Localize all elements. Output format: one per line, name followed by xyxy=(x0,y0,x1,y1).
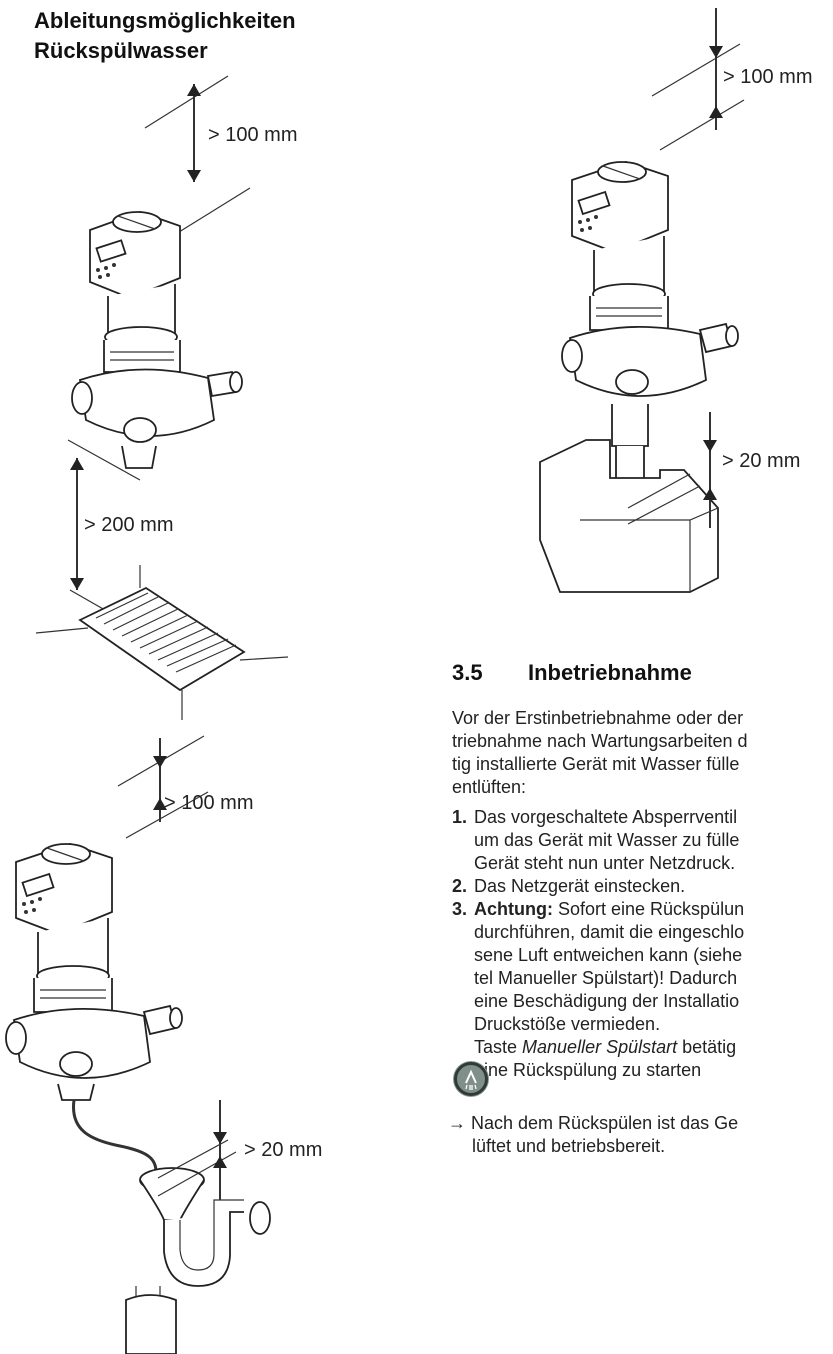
step-item: 2. Das Netzgerät einstecken. xyxy=(452,875,744,898)
intro-line: Vor der Erstinbetriebnahme oder der xyxy=(452,708,744,728)
dimension-label: > 200 mm xyxy=(84,514,174,536)
result-line-text: Nach dem Rückspülen ist das Ge xyxy=(471,1113,739,1133)
result-text: → Nach dem Rückspülen ist das Ge lüftet … xyxy=(448,1112,738,1158)
dimension-label: > 20 mm xyxy=(244,1139,323,1161)
step-line: um das Gerät mit Wasser zu fülle xyxy=(474,830,740,850)
step-line: eine Beschädigung der Installatio xyxy=(474,991,740,1011)
step-line: durchführen, damit die eingeschlo xyxy=(474,922,745,942)
step-line: Gerät steht nun unter Netzdruck. xyxy=(474,853,736,873)
dimension-label: > 100 mm xyxy=(208,124,298,146)
section-heading: 3.5 Inbetriebnahme xyxy=(452,660,692,686)
result-line: lüftet und betriebsbereit. xyxy=(472,1136,666,1156)
step-number: 2. xyxy=(452,876,468,896)
note-text: betätig xyxy=(677,1037,737,1057)
step-line: Das Netzgerät einstecken. xyxy=(474,876,686,896)
figure-siphon-funnel xyxy=(5,735,271,1354)
step-item: 1. Das vorgeschaltete Absperrventil um d… xyxy=(452,806,744,875)
step-line: Druckstöße vermieden. xyxy=(474,1014,661,1034)
step-line: sene Luft entweichen kann (siehe xyxy=(474,945,743,965)
section-title: Inbetriebnahme xyxy=(528,660,692,685)
heading-line-1: Ableitungsmöglichkeiten xyxy=(34,8,296,33)
step-number: 1. xyxy=(452,807,468,827)
section-number: 3.5 xyxy=(452,660,483,685)
step-line: Das vorgeschaltete Absperrventil xyxy=(474,807,738,827)
button-name: Manueller Spülstart xyxy=(522,1037,678,1057)
dimension-label: > 100 mm xyxy=(723,66,813,88)
step-line: tel Manueller Spülstart)! Dadurch xyxy=(474,968,738,988)
step-note: Taste Manueller Spülstart betätig xyxy=(474,1036,744,1059)
intro-line: triebnahme nach Wartungsarbeiten d xyxy=(452,731,748,751)
intro-line: entlüften: xyxy=(452,777,527,797)
step-text: Sofort eine Rückspülun xyxy=(552,899,745,919)
arrow-right-icon: → xyxy=(448,1113,466,1133)
intro-paragraph: Vor der Erstinbetriebnahme oder der trie… xyxy=(452,707,748,799)
heading-line-2: Rückspülwasser xyxy=(34,38,208,63)
manual-flush-icon xyxy=(454,1062,488,1096)
result-line: → Nach dem Rückspülen ist das Ge xyxy=(448,1112,738,1135)
step-note-line: eine Rückspülung zu starten xyxy=(474,1060,702,1080)
step-line: Achtung: Sofort eine Rückspülun xyxy=(474,898,744,921)
figure-floor-drain xyxy=(35,75,289,720)
step-number: 3. xyxy=(452,899,468,919)
dimension-label: > 100 mm xyxy=(164,792,254,814)
dimension-label: > 20 mm xyxy=(722,450,801,472)
note-text: Taste xyxy=(474,1037,523,1057)
steps-list: 1. Das vorgeschaltete Absperrventil um d… xyxy=(452,806,744,1082)
warning-label: Achtung: xyxy=(474,899,553,919)
figure-drain-box xyxy=(539,8,745,593)
intro-line: tig installierte Gerät mit Wasser fülle xyxy=(452,754,740,774)
page-heading: Ableitungsmöglichkeiten Rückspülwasser xyxy=(34,6,296,66)
step-item: 3. Achtung: Sofort eine Rückspülun durch… xyxy=(452,898,744,1082)
